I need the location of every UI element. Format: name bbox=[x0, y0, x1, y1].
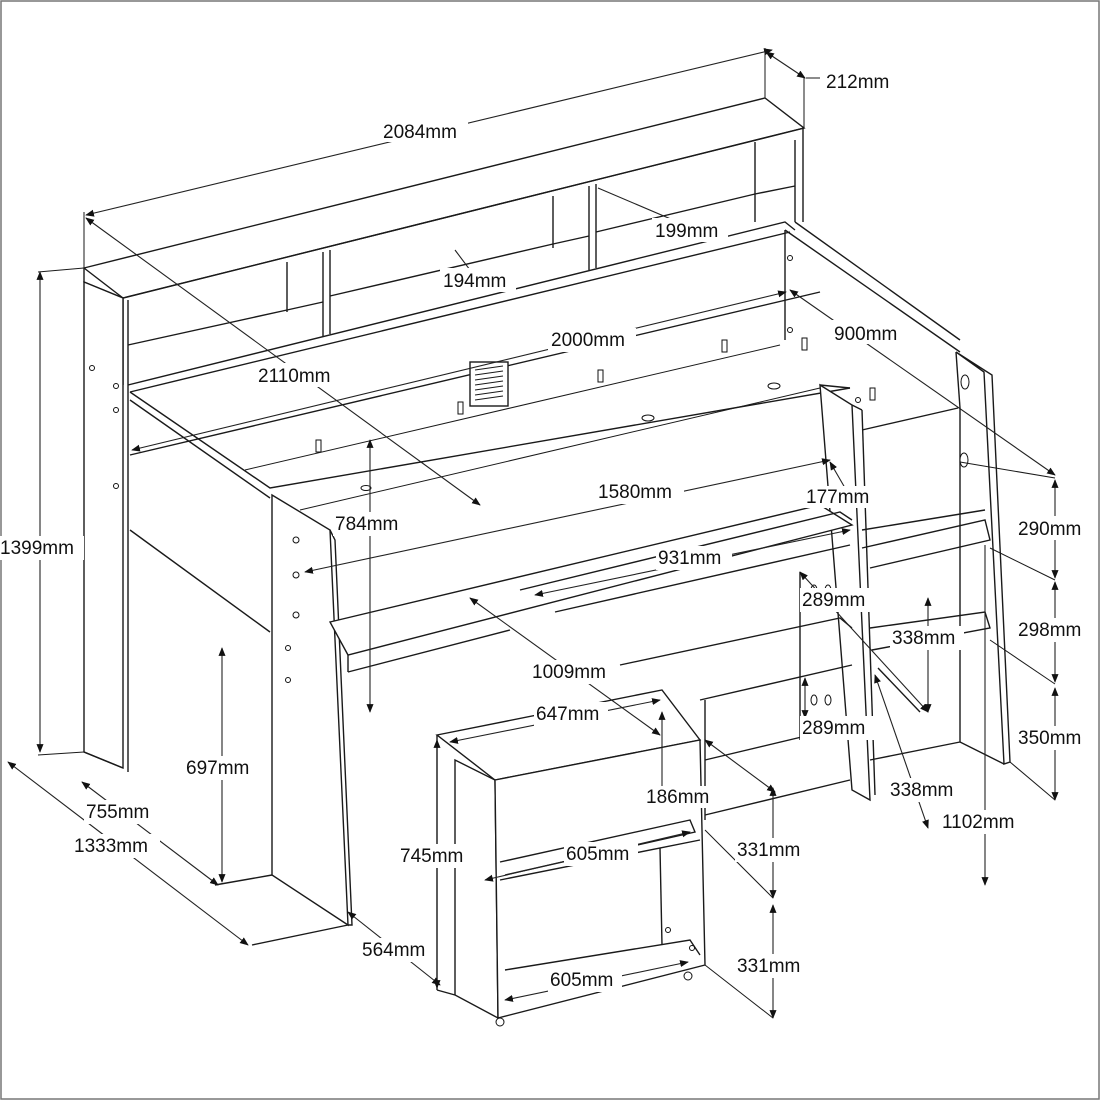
label-194: 194mm bbox=[443, 271, 506, 292]
label-2084: 2084mm bbox=[383, 122, 457, 143]
label-2000: 2000mm bbox=[551, 330, 625, 351]
front-foot-panel bbox=[271, 493, 349, 927]
cabinet-side bbox=[454, 758, 499, 1020]
label-564: 564mm bbox=[362, 940, 425, 961]
label-1102: 1102mm bbox=[942, 812, 1015, 833]
label-784: 784mm bbox=[335, 514, 398, 535]
left-end-panel bbox=[83, 280, 124, 770]
label-212: 212mm bbox=[826, 72, 889, 93]
label-186: 186mm bbox=[646, 787, 709, 808]
label-745: 745mm bbox=[400, 846, 463, 867]
bed-structure bbox=[82, 97, 1011, 1027]
label-1333: 1333mm bbox=[74, 836, 148, 857]
label-199: 199mm bbox=[655, 221, 718, 242]
label-605-lower: 605mm bbox=[550, 970, 613, 991]
label-900: 900mm bbox=[834, 324, 897, 345]
label-290: 290mm bbox=[1018, 519, 1081, 540]
label-931: 931mm bbox=[658, 548, 721, 569]
label-289-upper: 289mm bbox=[802, 590, 865, 611]
label-697: 697mm bbox=[186, 758, 249, 779]
label-1009: 1009mm bbox=[532, 662, 606, 683]
label-338-upper: 338mm bbox=[892, 628, 955, 649]
label-331-lower: 331mm bbox=[737, 956, 800, 977]
label-350: 350mm bbox=[1018, 728, 1081, 749]
label-2110: 2110mm bbox=[258, 366, 331, 387]
label-605-upper: 605mm bbox=[566, 844, 629, 865]
label-289-lower: 289mm bbox=[802, 718, 865, 739]
label-298: 298mm bbox=[1018, 620, 1081, 641]
label-177: 177mm bbox=[806, 487, 869, 508]
label-331-upper: 331mm bbox=[737, 840, 800, 861]
label-1399: 1399mm bbox=[0, 538, 74, 559]
label-338-lower: 338mm bbox=[890, 780, 953, 801]
dimension-labels: 212mm 2084mm 199mm 194mm 2000mm 900mm 21… bbox=[0, 68, 1094, 992]
label-647: 647mm bbox=[536, 704, 599, 725]
label-1580: 1580mm bbox=[598, 482, 672, 503]
label-755: 755mm bbox=[86, 802, 149, 823]
right-end-panel bbox=[955, 351, 1011, 765]
